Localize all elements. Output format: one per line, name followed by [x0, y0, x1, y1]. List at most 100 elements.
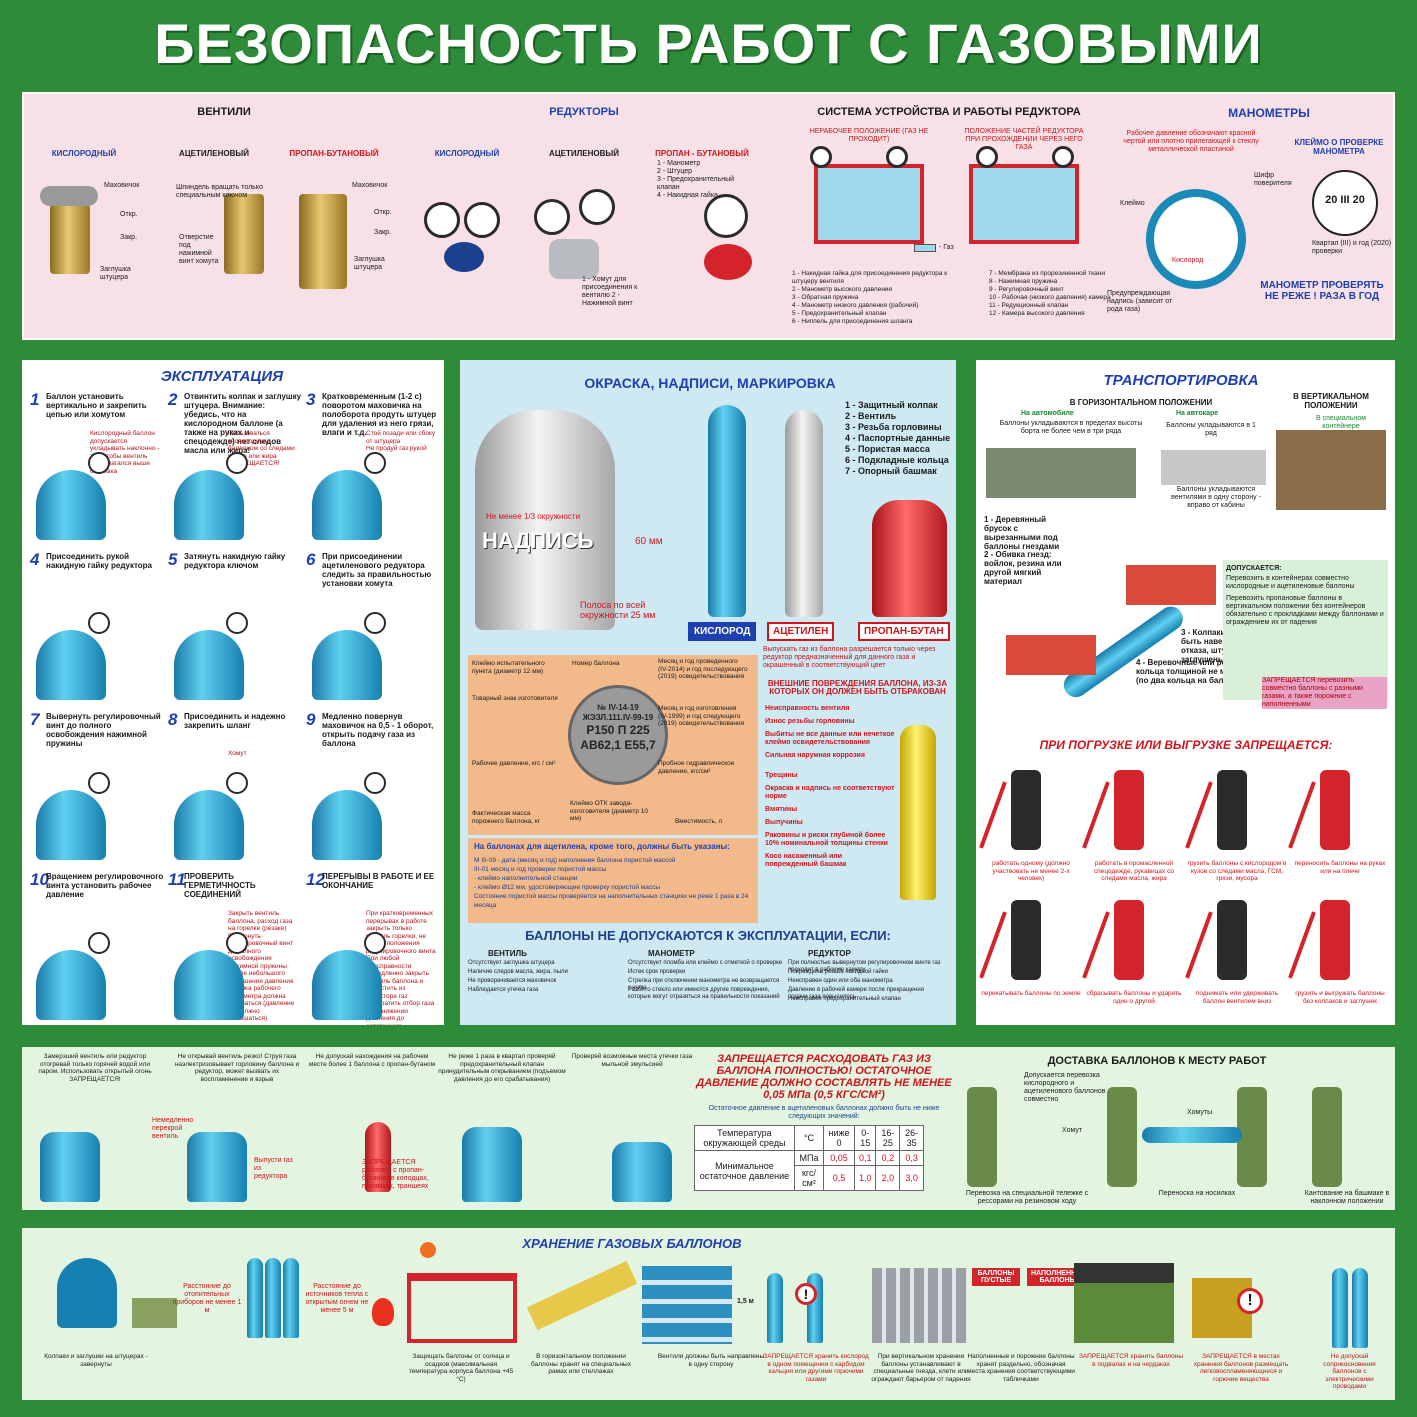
gauge-icon — [464, 202, 500, 238]
page-title: БЕЗОПАСНОСТЬ РАБОТ С ГАЗОВЫМИ БАЛЛОНАМИ — [154, 12, 1263, 163]
stamp-label: Клеймо ОТК завода-изготовителя (диаметр … — [570, 800, 649, 822]
manometer-icon: Кислород — [1146, 189, 1246, 289]
reducer-type-acetylene: АЦЕТИЛЕНОВЫЙ — [549, 149, 619, 158]
prohibit-icon — [1185, 781, 1213, 849]
manometer-check: МАНОМЕТР ПРОВЕРЯТЬ НЕ РЕЖЕ ! РАЗА В ГОД — [1260, 280, 1384, 302]
storage-panel: ХРАНЕНИЕ ГАЗОВЫХ БАЛЛОНОВ Расстояние до … — [22, 1228, 1395, 1400]
damage-item: Выпучины — [765, 819, 803, 826]
table-head: ниже 0 — [823, 1125, 855, 1151]
stretcher-cylinder — [1142, 1127, 1242, 1143]
storage-cylinder — [767, 1273, 783, 1343]
worker-icon — [1114, 770, 1144, 850]
distance-note: Расстояние до источников тепла с открыты… — [305, 1283, 369, 1314]
step-text: При присоединении ацетиленового редуктор… — [322, 552, 432, 588]
sun-icon — [420, 1242, 436, 1258]
column-item: Разбито стекло или имеются другие повреж… — [628, 987, 780, 1000]
gas-swatch — [914, 244, 936, 252]
oxygen-cylinder — [708, 405, 746, 617]
damage-item: Окраска и надпись не соответствуют норме — [765, 785, 895, 800]
step-number: 6 — [306, 550, 316, 569]
step-number: 11 — [168, 870, 186, 889]
step-number: 3 — [306, 390, 316, 409]
gauge-icon — [534, 199, 570, 235]
table-cell: 1,0 — [853, 1165, 877, 1191]
residual-title: ЗАПРЕЩАЕТСЯ РАСХОДОВАТЬ ГАЗ ИЗ БАЛЛОНА П… — [696, 1053, 952, 1101]
part-item: 6 - Подкладные кольца — [845, 455, 949, 465]
car-note: Баллоны укладываются в пределах высоты б… — [999, 420, 1143, 435]
storage-caption: При вертикальном хранении баллоны устана… — [871, 1353, 971, 1383]
cap-cylinder — [57, 1258, 117, 1328]
marking-heading: ОКРАСКА, НАДПИСИ, МАРКИРОВКА — [584, 375, 836, 391]
oxygen-valve-icon — [50, 204, 90, 274]
stamp-label: Рабочее давление, кгс / см² — [472, 760, 556, 767]
worker-icon — [1237, 1087, 1267, 1187]
sign-empty: БАЛЛОНЫ ПУСТЫЕ — [972, 1268, 1020, 1286]
part-item: 2 - Вентиль — [845, 411, 897, 421]
transport-heading: ТРАНСПОРТИРОВКА — [1103, 372, 1259, 389]
stamp-icon: 20 III 20 — [1312, 170, 1378, 236]
propane-valve-icon — [299, 194, 347, 289]
column-item: Не проворачивается маховичок — [468, 978, 557, 984]
column-item: При полностью вывернутом регулировочном … — [788, 960, 941, 973]
stamp-label: Пробное гидравлическое давление, кгс/см² — [658, 760, 735, 775]
gauge-icon — [226, 612, 248, 634]
gauge-icon — [364, 932, 386, 954]
clamp-note: 1 - Хомут для присоединения к вентилю 2 … — [582, 276, 638, 307]
step-text: Присоединить рукой накидную гайку редукт… — [46, 552, 152, 570]
valve-note: Закр. — [120, 234, 138, 241]
gauge-icon — [88, 452, 110, 474]
storage-caption: ЗАПРЕЩАЕТСЯ хранить баллоны в подвалах и… — [1078, 1353, 1184, 1368]
worker-icon — [1320, 900, 1350, 980]
acetylene-valve-icon — [224, 194, 264, 274]
equipment-panel: ВЕНТИЛИ КИСЛОРОДНЫЙ АЦЕТИЛЕНОВЫЙ ПРОПАН-… — [22, 92, 1395, 340]
storage-caption: Колпаки и заглушки на штуцерах - заверну… — [44, 1353, 148, 1368]
gauge-icon — [976, 146, 998, 168]
step-note: Хомут — [228, 750, 247, 757]
acetylene-title: На баллонах для ацетилена, кроме того, д… — [474, 842, 730, 851]
column-item: Неисправен один или оба манометра — [788, 978, 893, 984]
worker-icon — [967, 1087, 997, 1187]
step-text: Вращением регулировочного винта установи… — [46, 872, 164, 899]
table-head: 16-25 — [875, 1125, 901, 1151]
table-cell: 0,05 — [823, 1150, 855, 1166]
acetylene-line: III-01 месяц и год проверки пористой мас… — [474, 866, 607, 873]
step-number: 8 — [168, 710, 178, 729]
column-item: Неисправен предохранительный клапан — [788, 996, 901, 1002]
worker-icon — [1107, 1087, 1137, 1187]
damage-title: ВНЕШНИЕ ПОВРЕЖДЕНИЯ БАЛЛОНА, ИЗ-ЗА КОТОР… — [767, 679, 948, 696]
gas-legend: - Газ — [939, 244, 954, 251]
tip-label: Немедленно перекрой вентиль — [152, 1117, 194, 1140]
tip-cylinder — [187, 1132, 247, 1202]
table-cell: 0,3 — [899, 1150, 924, 1166]
storage-caption: ЗАПРЕЩАЕТСЯ хранить кислород в одном пом… — [763, 1353, 869, 1383]
prohibit-icon — [1082, 911, 1110, 979]
gauge-icon — [226, 932, 248, 954]
table-row-label: Минимальное остаточное давление — [694, 1150, 795, 1191]
delivery-label: Хомут — [1062, 1127, 1083, 1134]
step-number: 9 — [306, 710, 316, 729]
storage-caption: Не допускай соприкосновения баллонов с э… — [1323, 1353, 1376, 1390]
tip-label: ЗАПРЕЩАЕТСЯ работать с пропан-бутаном в … — [362, 1159, 429, 1190]
tip-text: Не реже 1 раза в квартал проверяй предох… — [438, 1053, 566, 1083]
transport-item: 4 - Веревочные или резиновые кольца толщ… — [1136, 658, 1270, 685]
only-gas-note: Выпускать газ из баллона разрешается тол… — [763, 646, 936, 669]
allowed-box — [1223, 560, 1388, 700]
step-text: ПРОВЕРИТЬ ГЕРМЕТИЧНОСТЬ СОЕДИНЕНИЙ — [184, 872, 256, 899]
step-number: 12 — [306, 870, 325, 889]
marking-panel: ОКРАСКА, НАДПИСИ, МАРКИРОВКА НАДПИСЬ Не … — [460, 360, 956, 1025]
loading-item: перекатывать баллоны по земле — [981, 990, 1081, 997]
stamp-label: Месяц и год изготовления (IV-1999) и год… — [658, 705, 745, 727]
gauge-icon — [704, 194, 748, 238]
container-label: В специальном контейнере — [1316, 415, 1366, 430]
allowed-title: ДОПУСКАЕТСЯ: — [1226, 565, 1282, 572]
worker-icon — [1312, 1087, 1342, 1187]
step-text: Медленно повернув маховичок на 0,5 - 1 о… — [322, 712, 434, 748]
part-item: 3 - Резьба горловины — [845, 422, 942, 432]
gauge-icon — [364, 612, 386, 634]
step-cylinder — [36, 950, 106, 1020]
gas-label: ПРОПАН-БУТАН — [858, 622, 950, 641]
table-head: °С — [793, 1125, 825, 1151]
worker-icon — [1320, 770, 1350, 850]
system-heading: СИСТЕМА УСТРОЙСТВА И РАБОТЫ РЕДУКТОРА — [817, 106, 1081, 118]
stamp-label: Месяц и год проведенного (IV-2014) и год… — [658, 658, 748, 680]
